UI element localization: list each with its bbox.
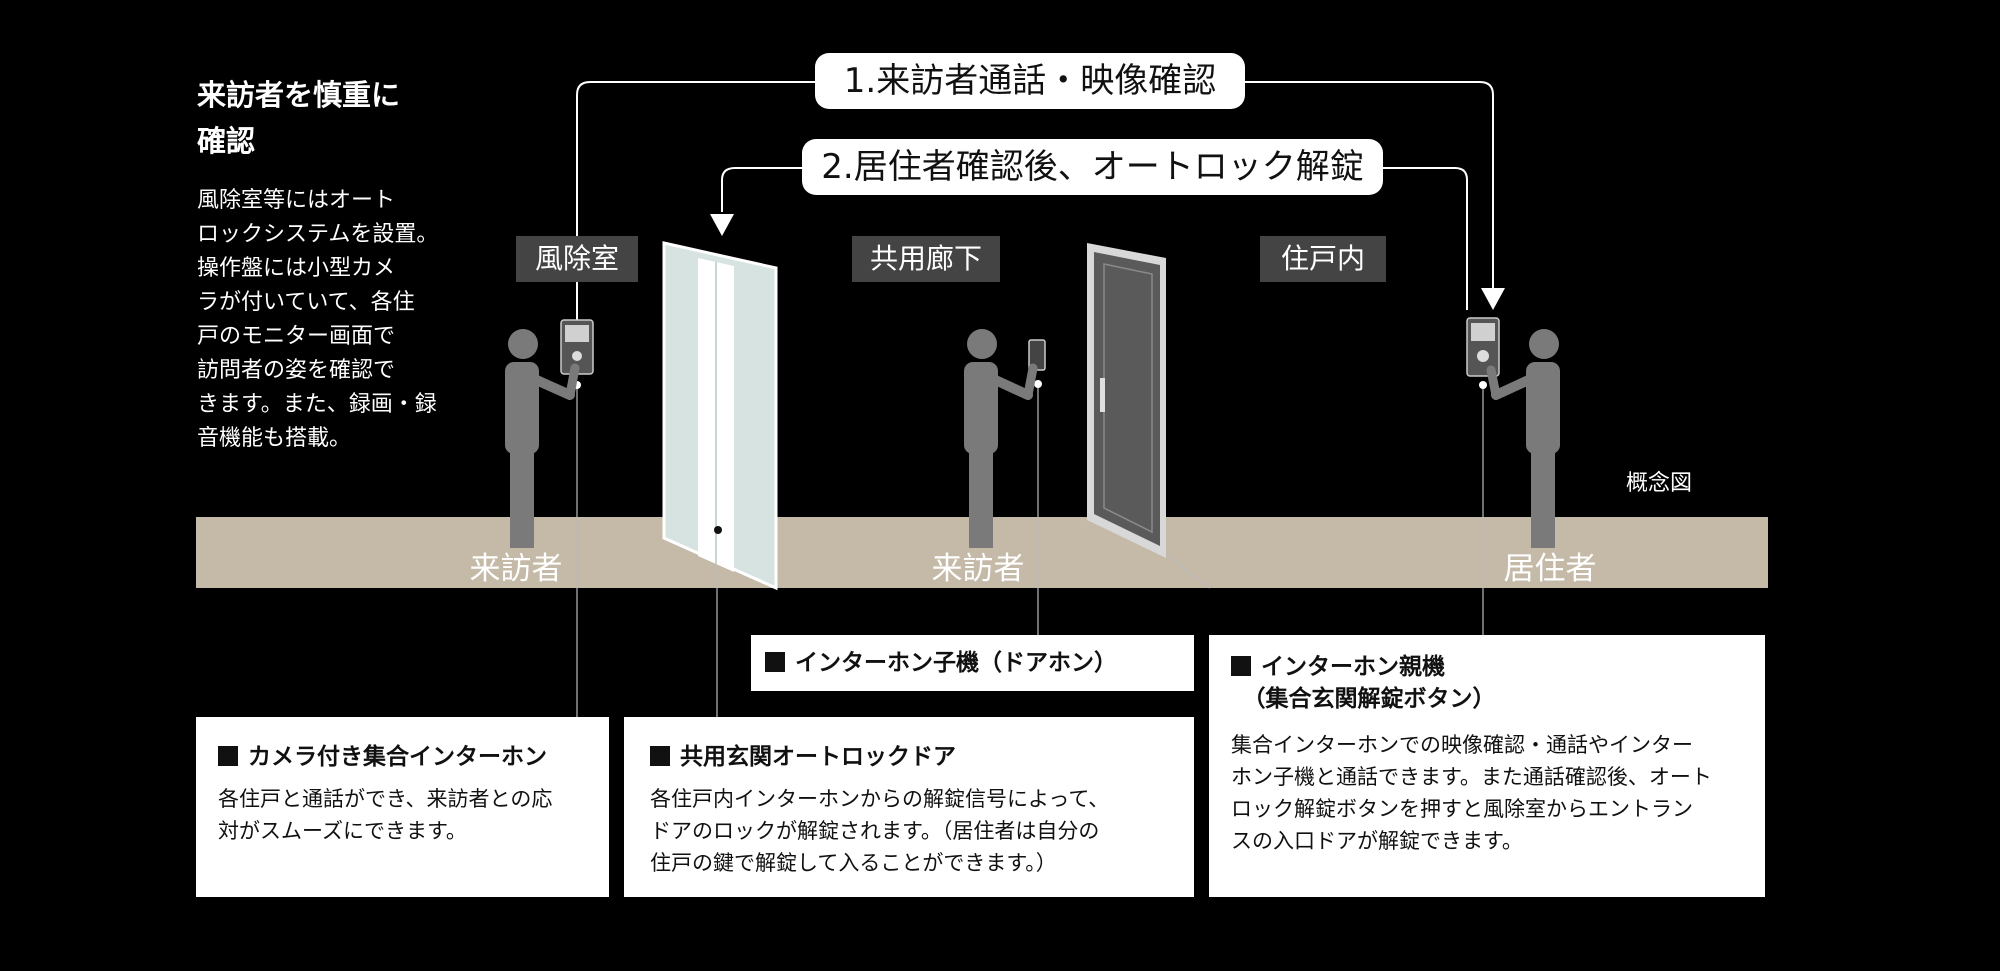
square-bullet-icon (650, 746, 670, 766)
intro-title: 来訪者を慎重に 確認 (197, 78, 401, 158)
area-label-windbreak: 風除室 (516, 236, 638, 282)
person-label-resident: 居住者 (1503, 551, 1597, 587)
visitor-mid-figure (964, 329, 1038, 548)
card-autolock-door: 共用玄関オートロックドア 各住戸内インターホンからの解錠信号によって、 ドアのロ… (624, 717, 1194, 897)
step2-connector (721, 167, 1468, 310)
dwelling-door-graphic (1087, 243, 1166, 558)
square-bullet-icon (765, 652, 785, 672)
concept-diagram-label: 概念図 (1626, 471, 1693, 496)
step2-label: 2.居住者確認後、オートロック解錠 (802, 139, 1383, 195)
card-master-unit-title: インターホン親機 （集合玄関解錠ボタン） (1231, 651, 1747, 715)
step1-connector (576, 81, 1494, 330)
step1-arrowhead (1481, 288, 1505, 310)
area-label-corridor: 共用廊下 (852, 236, 1000, 282)
card-door-phone: インターホン子機（ドアホン） (751, 635, 1194, 691)
visitor-left-figure (505, 329, 580, 548)
card-camera-intercom-title: カメラ付き集合インターホン (218, 741, 589, 773)
person-label-visitor-left: 来訪者 (469, 551, 563, 587)
step2-arrowhead (710, 214, 734, 236)
master-intercom-unit (1466, 317, 1500, 389)
card-master-unit-body: 集合インターホンでの映像確認・通話やインター ホン子機と通話できます。また通話確… (1231, 733, 1712, 853)
card-camera-intercom-body: 各住戸と通話ができ、来訪者との応 対がスムーズにできます。 (218, 787, 553, 843)
step1-label: 1.来訪者通話・映像確認 (815, 53, 1245, 109)
square-bullet-icon (218, 746, 238, 766)
person-label-visitor-mid: 来訪者 (931, 551, 1025, 587)
autolock-door-graphic (662, 241, 778, 591)
card-autolock-door-title: 共用玄関オートロックドア (650, 741, 1174, 773)
card-door-phone-title: インターホン子機（ドアホン） (765, 647, 1180, 679)
resident-figure (1486, 329, 1560, 548)
card-autolock-door-body: 各住戸内インターホンからの解錠信号によって、 ドアのロックが解錠されます。（居住… (650, 787, 1110, 875)
card-master-unit: インターホン親機 （集合玄関解錠ボタン） 集合インターホンでの映像確認・通話やイ… (1209, 635, 1765, 897)
card-camera-intercom: カメラ付き集合インターホン 各住戸と通話ができ、来訪者との応 対がスムーズにでき… (196, 717, 609, 897)
square-bullet-icon (1231, 656, 1251, 676)
camera-intercom-panel (560, 319, 594, 389)
area-label-dwelling: 住戸内 (1260, 236, 1386, 282)
intro-body: 風除室等にはオート ロックシステムを設置。 操作盤には小型カメ ラが付いていて、… (197, 188, 439, 451)
